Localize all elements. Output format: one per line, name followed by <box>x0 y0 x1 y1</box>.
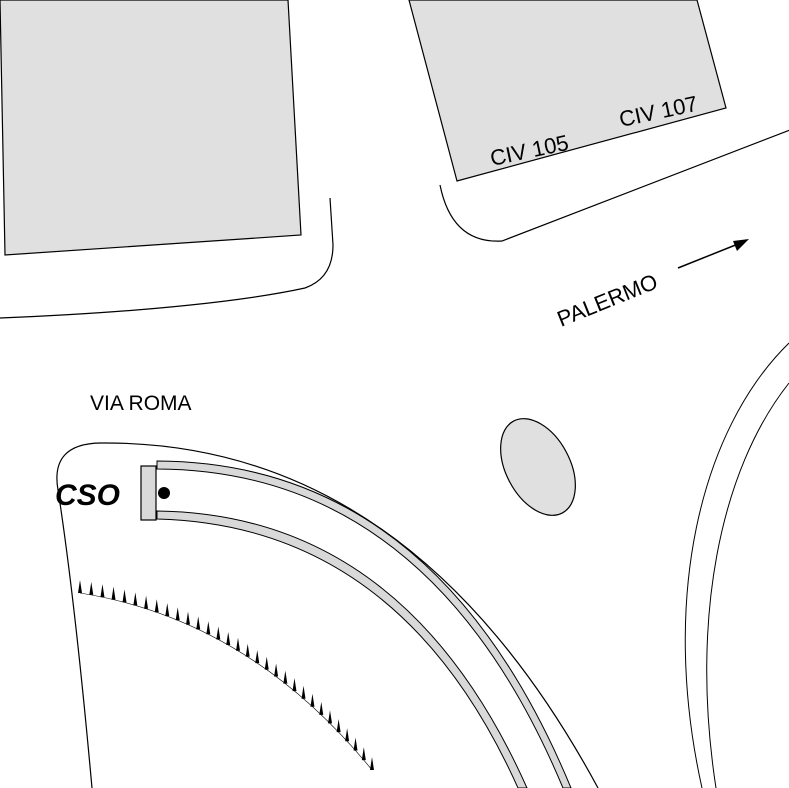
embankment-tick <box>78 580 82 593</box>
embankment-tick <box>283 670 288 684</box>
building-left <box>0 0 302 256</box>
road-edge-outer <box>684 342 789 788</box>
embankment-tick <box>255 650 260 664</box>
embankment-tick <box>216 626 221 640</box>
road-edge-inner <box>706 382 789 788</box>
embankment-tick <box>274 663 279 677</box>
embankment-tick <box>122 589 127 603</box>
embankment-tick <box>353 737 358 751</box>
embankment-tick <box>154 599 159 613</box>
cso-chamber <box>140 465 157 521</box>
embankment-tick <box>345 728 350 742</box>
embankment-tick <box>144 595 149 609</box>
cso-point-marker <box>158 487 170 499</box>
embankment-tick <box>226 631 231 645</box>
embankment-tick <box>100 584 105 598</box>
direction-arrow <box>677 243 739 269</box>
embankment-tick <box>236 637 240 651</box>
embankment-tick <box>370 757 374 770</box>
pipe-band-inner <box>156 510 528 788</box>
embankment-tick <box>319 701 324 715</box>
embankment-tick <box>310 693 315 707</box>
embankment-tick <box>196 616 201 630</box>
embankment-tick <box>264 656 269 670</box>
embankment-tick <box>206 621 211 635</box>
pipe-band-outer <box>156 460 572 788</box>
via-roma-boundary <box>56 442 599 788</box>
embankment-tick <box>245 643 250 657</box>
cso-label: CSO <box>55 479 120 512</box>
embankment-tick <box>292 678 297 692</box>
embankment-tick <box>301 685 306 699</box>
embankment-tick <box>165 603 170 617</box>
embankment-ticks <box>78 580 374 771</box>
embankment-tick <box>361 747 366 761</box>
curb-right <box>439 129 789 242</box>
embankment-tick <box>328 710 332 724</box>
embankment-tick <box>133 592 138 606</box>
embankment-tick <box>175 607 180 621</box>
embankment-tick <box>186 611 190 625</box>
arrowhead-icon <box>733 239 749 251</box>
building-civ-105-107 <box>408 0 727 182</box>
embankment-tick <box>336 719 341 733</box>
via-roma-label: VIA ROMA <box>90 392 192 415</box>
embankment-tick <box>111 586 116 600</box>
curb-left <box>0 197 334 319</box>
embankment-tick <box>89 581 94 595</box>
traffic-island <box>500 418 576 516</box>
